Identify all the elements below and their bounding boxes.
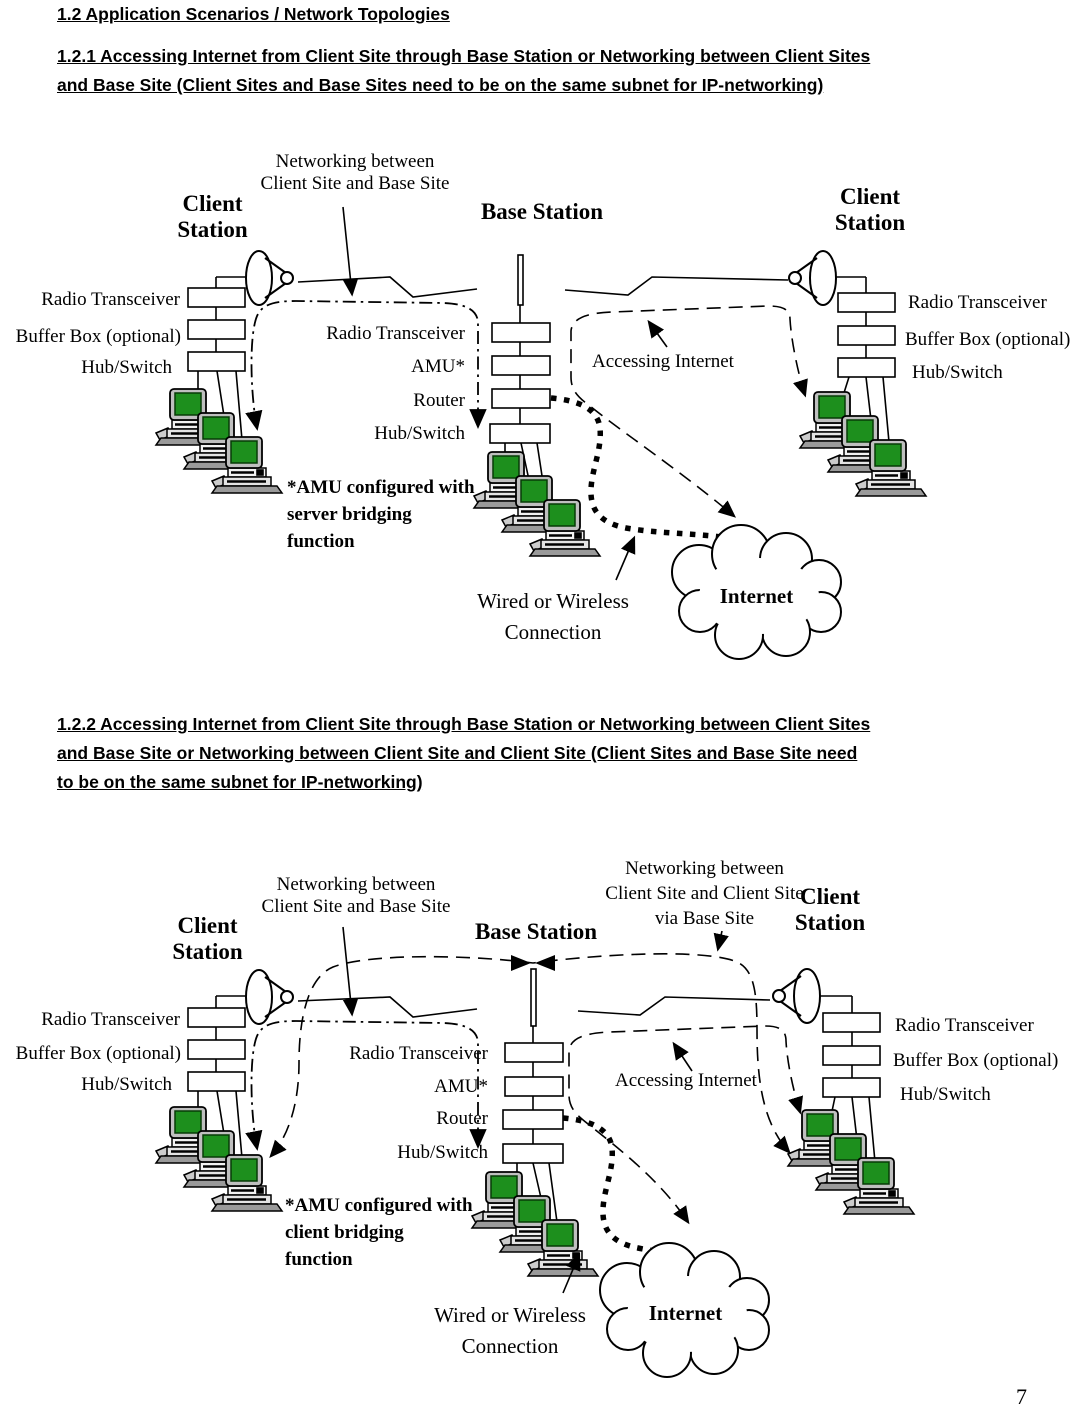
router-box [502,1109,564,1130]
radio-transceiver-box [491,322,551,343]
hub-switch-label: Hub/Switch [397,1142,488,1163]
base-station-title: Base Station [480,199,604,224]
hub-switch-box [822,1077,881,1098]
dish-antenna-icon [245,250,294,306]
annotation-wired-connection: Wired or Wireless Connection [477,589,629,644]
label-arrow [342,206,359,297]
buffer-box [837,325,896,346]
client-station-title: Client Station [172,913,243,964]
hub-switch-label: Hub/Switch [81,357,172,378]
label-arrow [647,319,668,348]
label-arrow [342,926,359,1017]
radio-transceiver-label: Radio Transceiver [895,1015,1034,1036]
amu-label: AMU* [434,1076,488,1097]
hub-switch-box [187,351,246,372]
wired-connection-path-dotted [562,1115,675,1256]
hub-switch-box [489,423,551,444]
wireless-link-zigzag [297,996,478,1018]
amu-box [491,355,551,376]
client-client-path-dashed [269,953,791,1158]
client-station-title: Client Station [177,191,248,242]
hub-switch-box [502,1143,564,1164]
buffer-box-label: Buffer Box (optional) [15,1043,181,1064]
radio-transceiver-box [187,1007,246,1028]
buffer-box [187,319,246,340]
accessing-internet-path-dashed [570,305,808,518]
hub-switch-label: Hub/Switch [900,1084,991,1105]
radio-transceiver-label: Radio Transceiver [41,1009,180,1030]
amu-note: *AMU configured with server bridging fun… [287,477,475,552]
page-number: 7 [1016,1384,1027,1409]
annotation-wired-connection: Wired or Wireless Connection [434,1303,586,1358]
base-station-title: Base Station [474,919,598,944]
networking-path-dashdot [245,1020,487,1151]
router-label: Router [413,390,465,411]
wireless-link-zigzag [297,276,478,298]
radio-transceiver-label: Radio Transceiver [349,1043,488,1064]
buffer-box-label: Buffer Box (optional) [15,326,181,347]
hub-switch-label: Hub/Switch [912,362,1003,383]
radio-transceiver-label: Radio Transceiver [908,292,1047,313]
buffer-box [822,1045,881,1066]
hub-switch-box [187,1071,246,1092]
label-arrow [615,535,636,581]
accessing-internet-path-dashed [568,1025,804,1225]
annotation-accessing-internet: Accessing Internet [592,351,734,372]
buffer-box-label: Buffer Box (optional) [893,1050,1059,1071]
section-heading-1-2-1: 1.2.1 Accessing Internet from Client Sit… [57,46,871,95]
wireless-link-zigzag [577,996,771,1016]
amu-box [504,1076,564,1097]
antenna-mast [517,254,524,306]
label-arrow [672,1041,693,1072]
antenna-mast [530,968,537,1027]
wireless-link-zigzag [564,276,789,296]
router-box [491,388,551,409]
router-label: Router [436,1108,488,1129]
buffer-box-label: Buffer Box (optional) [905,329,1071,350]
dish-antenna-icon [788,250,837,306]
internet-cloud [599,1242,770,1378]
annotation-networking-client-base: Networking between Client Site and Base … [261,874,451,917]
radio-transceiver-label: Radio Transceiver [326,323,465,344]
radio-transceiver-box [822,1012,881,1033]
annotation-accessing-internet: Accessing Internet [615,1070,757,1091]
buffer-box [187,1039,246,1060]
radio-transceiver-label: Radio Transceiver [41,289,180,310]
diagram-1-topology [154,206,928,660]
client-station-title: Client Station [794,884,866,935]
bowtie-arrowheads [511,955,555,971]
annotation-networking-client-base: Networking between Client Site and Base … [260,151,450,194]
radio-transceiver-box [187,287,246,308]
section-heading-1-2-2: 1.2.2 Accessing Internet from Client Sit… [57,714,871,792]
hub-switch-label: Hub/Switch [374,423,465,444]
dish-antenna-icon [245,969,294,1025]
amu-label: AMU* [411,356,465,377]
internet-cloud [671,524,842,660]
networking-path-dashdot [245,300,487,431]
annotation-networking-client-client: Networking between Client Site and Clien… [605,858,804,929]
page-title: 1.2 Application Scenarios / Network Topo… [57,4,450,24]
internet-label: Internet [719,584,794,608]
radio-transceiver-box [837,292,896,313]
amu-note: *AMU configured with client bridging fun… [285,1195,473,1270]
label-arrow [562,1252,581,1294]
client-station-title: Client Station [834,184,906,235]
diagram-2-topology [154,926,916,1378]
hub-switch-box [837,357,896,378]
label-arrow [713,930,729,952]
hub-switch-label: Hub/Switch [81,1074,172,1095]
dish-antenna-icon [772,968,821,1024]
internet-label: Internet [648,1301,723,1325]
radio-transceiver-box [504,1042,564,1063]
